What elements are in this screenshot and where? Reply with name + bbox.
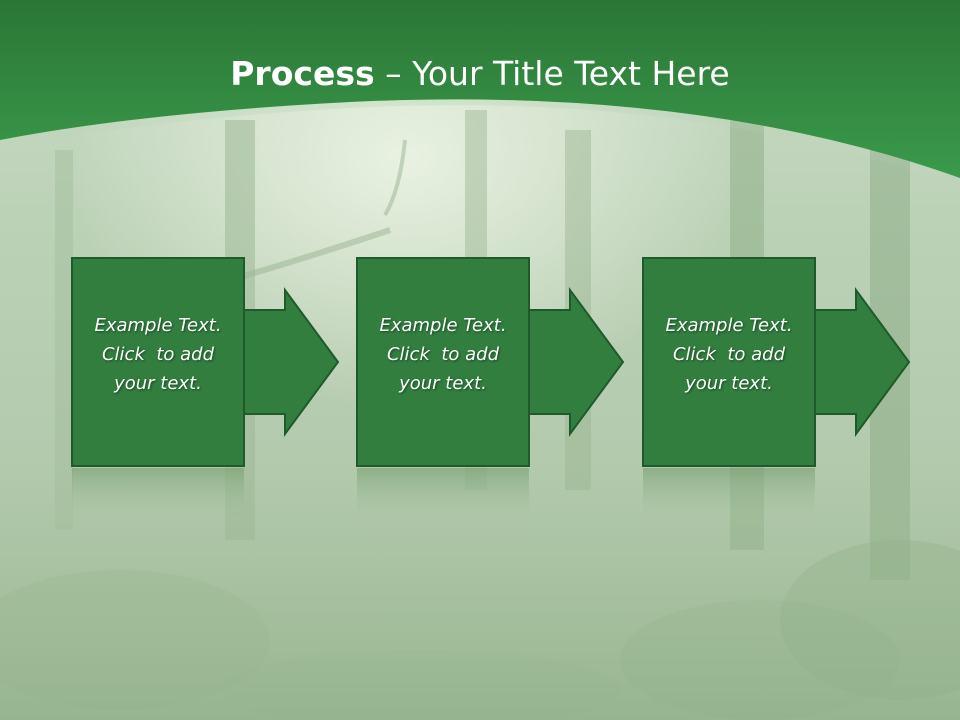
process-step-3[interactable]: [642, 257, 911, 530]
step-2-arrow: [528, 286, 625, 438]
step-3-box: [642, 257, 816, 467]
step-3-reflection: [643, 468, 815, 530]
step-3-line-2: Click to add: [672, 344, 785, 365]
step-2-line-1: Example Text.: [379, 315, 507, 336]
step-3-line-1: Example Text.: [665, 315, 793, 336]
step-2-text[interactable]: Example Text. Click to add your text.: [357, 311, 529, 398]
step-1-text[interactable]: Example Text. Click to add your text.: [72, 311, 244, 398]
step-1-line-3: your text.: [114, 373, 202, 394]
step-2-box: [356, 257, 530, 467]
step-3-text[interactable]: Example Text. Click to add your text.: [643, 311, 815, 398]
step-2-line-2: Click to add: [386, 344, 499, 365]
step-1-box: [71, 257, 245, 467]
step-2-line-3: your text.: [399, 373, 487, 394]
slide-title-bold: Process: [230, 54, 375, 93]
step-1-line-2: Click to add: [101, 344, 214, 365]
step-3-arrow: [814, 286, 911, 438]
process-step-1[interactable]: [71, 257, 340, 530]
step-1-line-1: Example Text.: [94, 315, 222, 336]
step-1-reflection: [72, 468, 244, 530]
step-1-arrow: [243, 286, 340, 438]
slide-title[interactable]: Process – Your Title Text Here: [0, 52, 960, 96]
process-step-2[interactable]: [356, 257, 625, 530]
step-2-reflection: [357, 468, 529, 530]
step-3-line-3: your text.: [685, 373, 773, 394]
slide-title-rest: – Your Title Text Here: [374, 54, 730, 93]
header-band: [0, 0, 960, 188]
